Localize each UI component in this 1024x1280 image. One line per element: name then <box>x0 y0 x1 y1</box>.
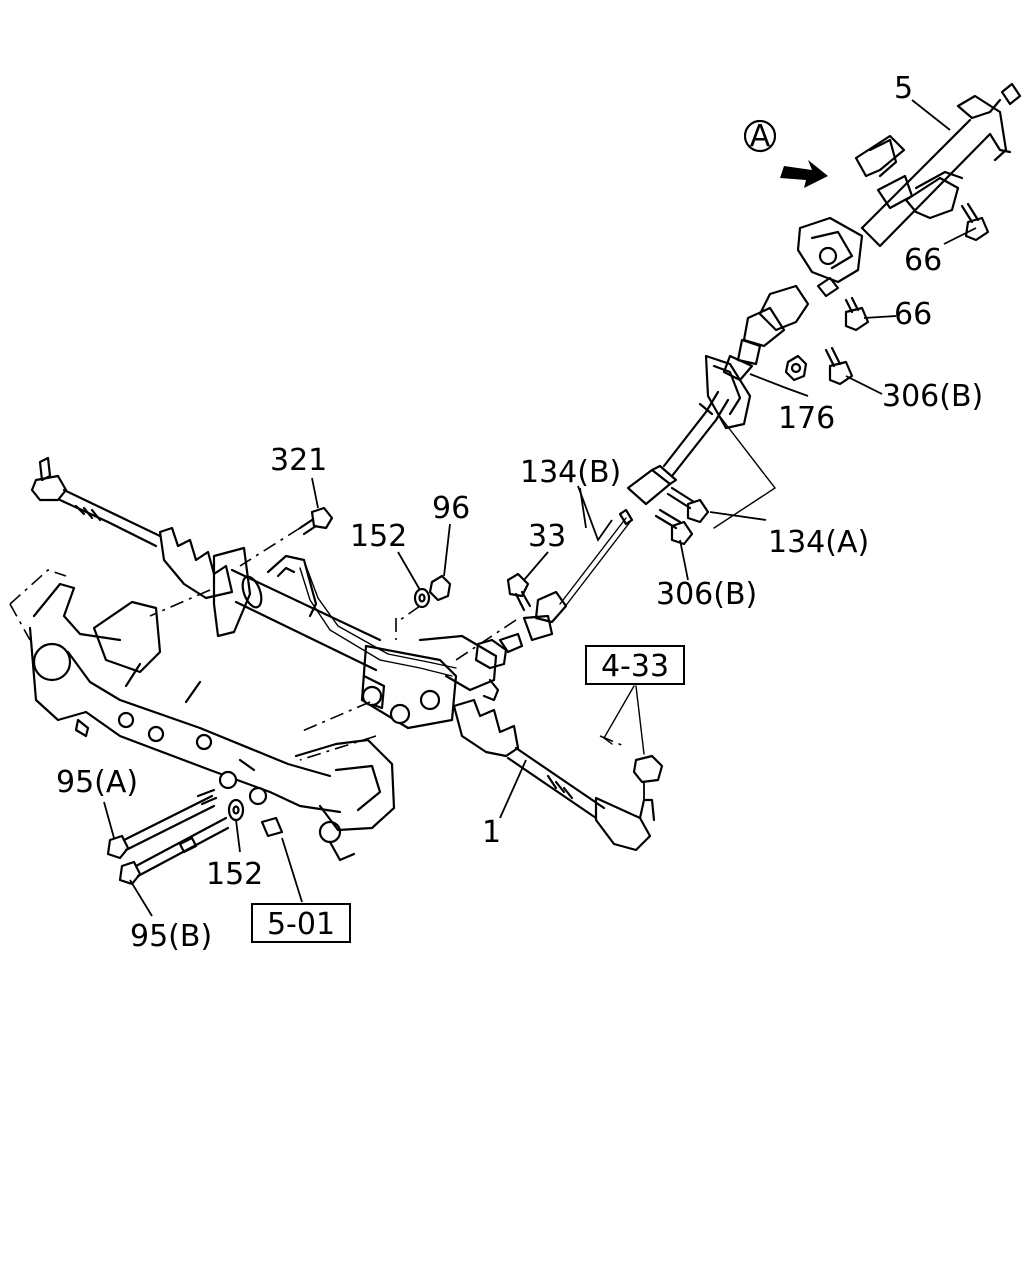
reference-5-01[interactable]: 5-01 <box>251 903 351 943</box>
label-part-95a: 95(A) <box>56 765 138 800</box>
intermediate-shaft <box>506 284 810 642</box>
label-part-134a: 134(A) <box>768 525 869 560</box>
label-part-66-lower: 66 <box>894 297 932 332</box>
reference-4-33-label: 4-33 <box>601 649 669 684</box>
label-part-321: 321 <box>270 443 327 478</box>
label-part-33: 33 <box>528 519 566 554</box>
steering-rack <box>30 456 664 852</box>
label-part-306b-upper: 306(B) <box>882 379 983 414</box>
label-part-95b: 95(B) <box>130 919 212 954</box>
label-part-176: 176 <box>778 401 835 436</box>
label-part-152-lower: 152 <box>206 857 263 892</box>
view-marker-a: A <box>750 119 771 154</box>
label-part-134b: 134(B) <box>520 455 621 490</box>
steering-column <box>784 82 1022 386</box>
label-part-152-upper: 152 <box>350 519 407 554</box>
label-part-5: 5 <box>894 71 913 106</box>
label-part-96: 96 <box>432 491 470 526</box>
label-part-1: 1 <box>482 815 501 850</box>
view-arrow <box>743 119 828 188</box>
crossmember <box>9 569 396 862</box>
alignment-lines <box>149 527 625 761</box>
fasteners <box>106 506 452 886</box>
label-part-306b-middle: 306(B) <box>656 577 757 612</box>
leader-lines <box>103 99 977 917</box>
reference-5-01-label: 5-01 <box>267 907 335 942</box>
label-part-66-upper: 66 <box>904 243 942 278</box>
reference-4-33[interactable]: 4-33 <box>585 645 685 685</box>
